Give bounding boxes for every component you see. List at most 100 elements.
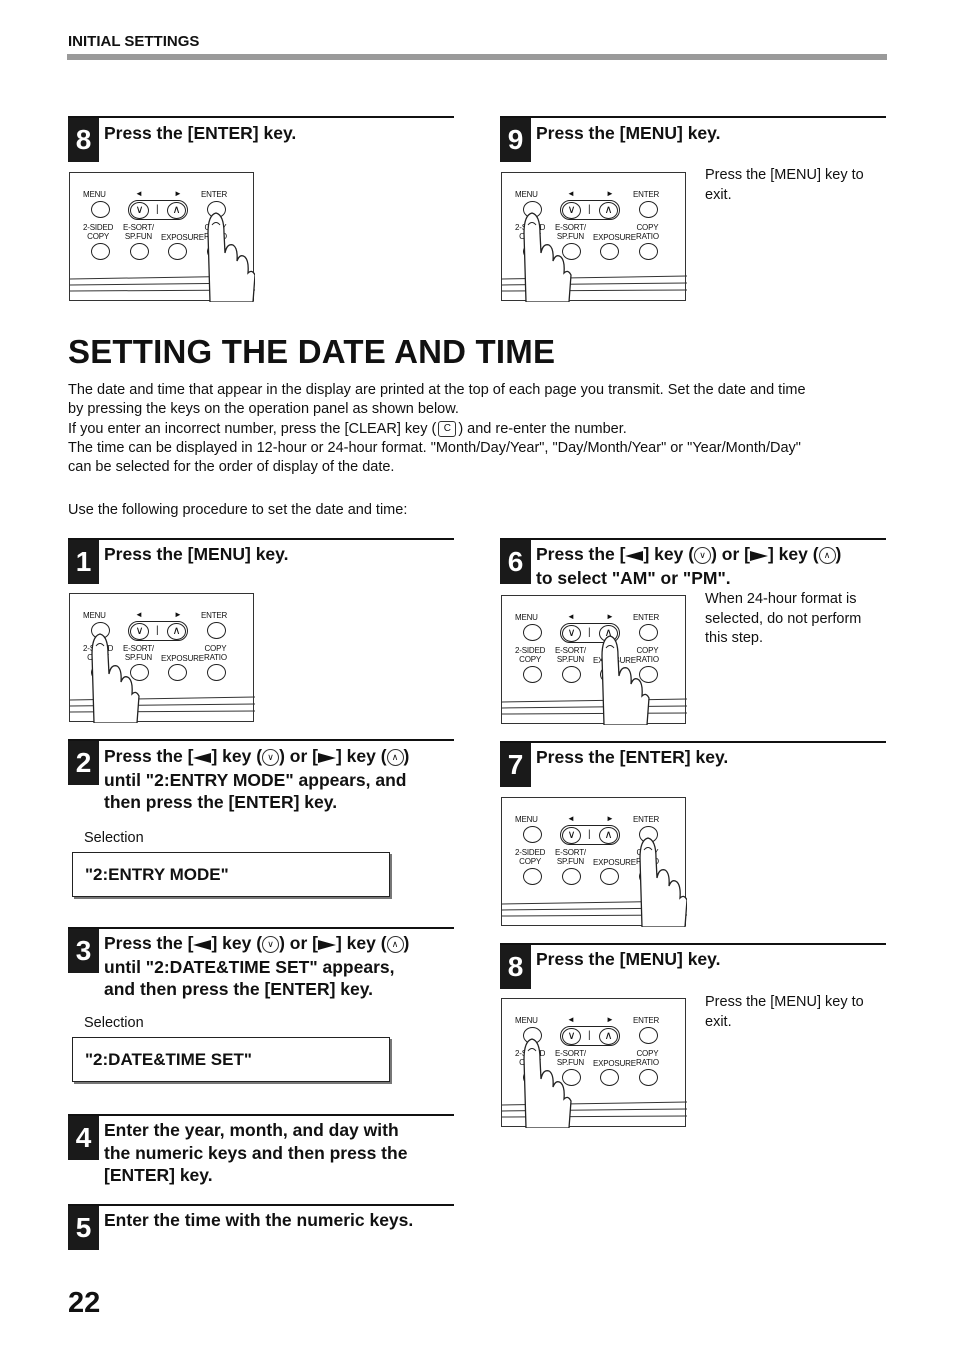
step-number: 1 (68, 540, 99, 584)
arrow-keys-icon: ∨ | ∧ (560, 1026, 620, 1046)
esort-key-icon (562, 243, 581, 260)
panel-label: ENTER (201, 611, 228, 620)
copy-ratio-key-icon (639, 666, 658, 683)
panel-label: E-SORT/SP.FUN (123, 644, 154, 662)
exposure-key-icon (600, 243, 619, 260)
page-title: SETTING THE DATE AND TIME (68, 333, 556, 370)
panel-label: E-SORT/SP.FUN (123, 223, 154, 241)
panel-label: EXPOSURE (161, 233, 204, 242)
clear-key-icon: C (438, 420, 457, 437)
right-arrow-icon (317, 933, 336, 956)
step-number: 3 (68, 929, 99, 973)
step-number: 5 (68, 1206, 99, 1250)
step-rule (500, 538, 886, 540)
step-rule (500, 943, 886, 945)
esort-key-icon (130, 243, 149, 260)
header-rule (67, 54, 887, 60)
up-key-icon: ∧ (599, 1027, 618, 1045)
right-arrow-icon (317, 746, 336, 769)
arrow-keys-icon: ∨ | ∧ (560, 825, 620, 845)
panel-label: ◄ (567, 814, 575, 823)
panel-label: ENTER (633, 815, 660, 824)
panel-label: ◄ (567, 1015, 575, 1024)
exposure-key-icon (600, 868, 619, 885)
panel-label: MENU (83, 611, 106, 620)
step-title: Press the [] key (∨) or [] key (∧) to se… (536, 544, 842, 588)
panel-label: MENU (83, 190, 106, 199)
panel-label: | (588, 627, 591, 638)
step-rule (500, 116, 886, 118)
down-key-icon: ∨ (262, 748, 280, 766)
up-key-icon: ∧ (167, 201, 186, 219)
step-rule (68, 116, 454, 118)
finger-press-icon (523, 212, 572, 302)
panel-label: EXPOSURE (593, 1059, 636, 1068)
step-title: Enter the time with the numeric keys. (104, 1210, 414, 1230)
panel-label: EXPOSURE (593, 858, 636, 867)
panel-label: ► (174, 610, 182, 619)
panel-label: ◄ (567, 189, 575, 198)
panel-label: EXPOSURE (161, 654, 204, 663)
two-sided-copy-key-icon (523, 666, 542, 683)
arrow-keys-icon: ∨ | ∧ (560, 200, 620, 220)
step-number: 8 (68, 118, 99, 162)
up-key-icon: ∧ (167, 622, 186, 640)
enter-key-icon (639, 624, 658, 641)
finger-press-icon (601, 635, 650, 725)
panel-label: E-SORT/SP.FUN (555, 646, 586, 664)
step-number: 2 (68, 741, 99, 785)
step-rule (500, 741, 886, 743)
copy-ratio-key-icon (207, 664, 226, 681)
step-number: 4 (68, 1116, 99, 1160)
esort-key-icon (562, 868, 581, 885)
page-number: 22 (68, 1287, 101, 1319)
step-number: 6 (500, 540, 531, 584)
enter-key-icon (639, 201, 658, 218)
step-number: 7 (500, 743, 531, 787)
menu-key-icon (523, 826, 542, 843)
step-title: Press the [MENU] key. (104, 544, 289, 564)
step-rule (68, 927, 454, 929)
finger-press-icon (91, 633, 140, 723)
display-box: "2:ENTRY MODE" (72, 852, 390, 897)
step-rule (68, 739, 454, 741)
panel-label: E-SORT/SP.FUN (555, 848, 586, 866)
step-rule (68, 1114, 454, 1116)
right-arrow-icon (749, 544, 768, 567)
down-key-icon: ∨ (562, 826, 581, 844)
esort-key-icon (130, 664, 149, 681)
arrow-keys-icon: ∨ | ∧ (560, 623, 620, 643)
selection-label: Selection (84, 1015, 144, 1031)
step-title: Press the [MENU] key. (536, 949, 721, 969)
exposure-key-icon (168, 664, 187, 681)
two-sided-copy-key-icon (523, 868, 542, 885)
esort-key-icon (562, 1069, 581, 1086)
panel-label: EXPOSURE (593, 233, 636, 242)
panel-label: MENU (515, 613, 538, 622)
left-arrow-icon (625, 544, 644, 567)
down-key-icon: ∨ (694, 546, 712, 564)
copy-ratio-key-icon (639, 1069, 658, 1086)
step-rule (68, 1204, 454, 1206)
step-title: Press the [] key (∨) or [] key (∧) until… (104, 746, 410, 813)
down-key-icon: ∨ (562, 624, 581, 642)
panel-label: | (156, 625, 159, 636)
panel-edge-lines (502, 698, 687, 715)
panel-label: E-SORT/SP.FUN (555, 223, 586, 241)
panel-label: ENTER (633, 1016, 660, 1025)
panel-label: ► (174, 189, 182, 198)
panel-label: ◄ (567, 612, 575, 621)
copy-ratio-key-icon (639, 243, 658, 260)
panel-label: ► (606, 612, 614, 621)
down-key-icon: ∨ (130, 622, 149, 640)
panel-label: | (156, 204, 159, 215)
